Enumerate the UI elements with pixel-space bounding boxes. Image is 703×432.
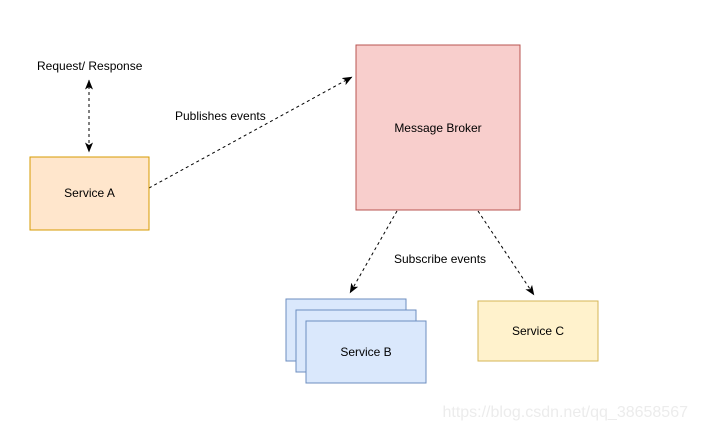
- service-b-box-front: [305, 320, 427, 384]
- publishes-events-label: Publishes events: [175, 109, 266, 123]
- subscribe-service-b-arrow: [349, 210, 398, 294]
- message-broker-box: [355, 44, 521, 211]
- subscribe-events-label: Subscribe events: [394, 252, 486, 266]
- publishes-events-arrow: [148, 76, 353, 189]
- watermark-text: https://blog.csdn.net/qq_38658567: [442, 404, 688, 421]
- service-c-box: [477, 300, 599, 362]
- request-response-label: Request/ Response: [37, 59, 143, 73]
- service-b-label: Service B: [340, 345, 391, 359]
- service-c-label: Service C: [512, 324, 564, 338]
- service-a-label: Service A: [64, 186, 115, 200]
- subscribe-service-c-arrow: [477, 210, 535, 296]
- message-broker-label: Message Broker: [394, 121, 481, 135]
- service-a-box: [29, 156, 150, 231]
